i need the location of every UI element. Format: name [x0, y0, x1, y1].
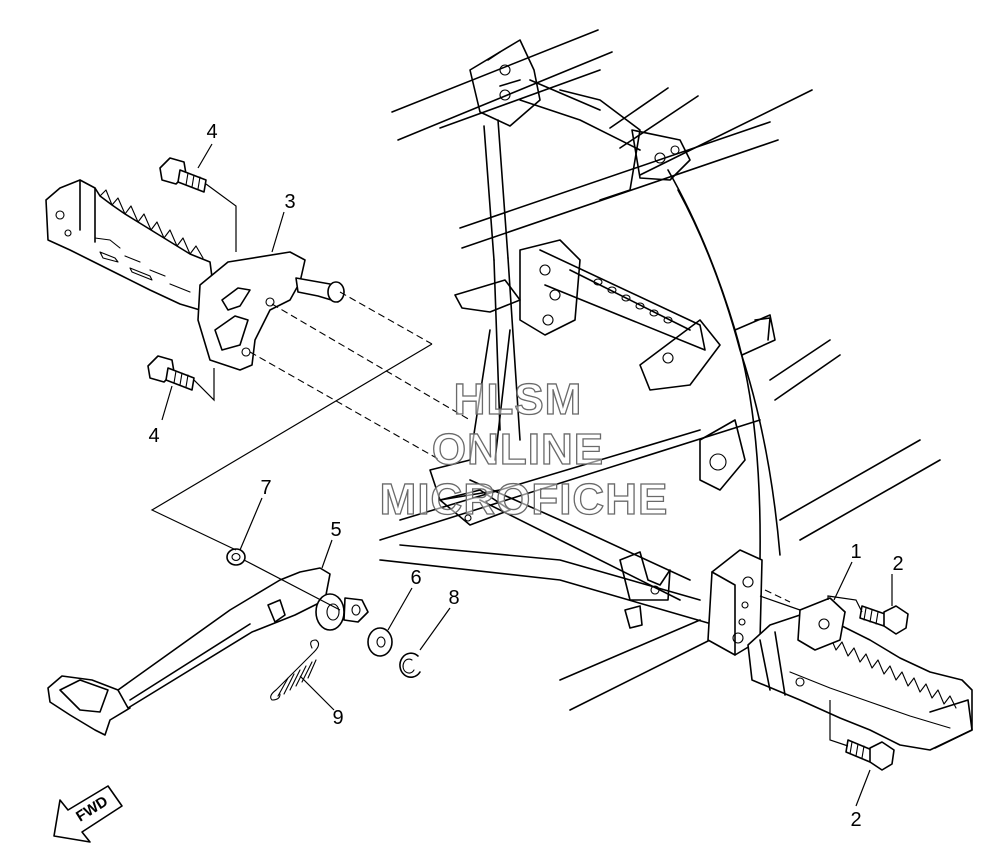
clip-7 — [226, 548, 246, 566]
callout-1: 1 — [850, 541, 861, 563]
callout-9: 9 — [332, 707, 343, 729]
callout-6: 6 — [410, 567, 421, 589]
bolt-upper-right — [859, 605, 909, 635]
washer-6 — [367, 627, 393, 657]
callout-4-upper: 4 — [206, 121, 217, 143]
watermark-line-3: MICROFICHE — [380, 475, 669, 524]
spring-9 — [270, 639, 320, 701]
callout-2-lower: 2 — [850, 809, 861, 831]
callout-7: 7 — [260, 477, 271, 499]
callout-8: 8 — [448, 587, 459, 609]
leader-lines — [150, 143, 893, 807]
callout-5: 5 — [330, 519, 341, 541]
callout-2-upper: 2 — [892, 553, 903, 575]
bolt-lower-left — [147, 355, 195, 391]
right-footrest-assembly — [747, 597, 973, 771]
bolt-upper-left — [159, 157, 207, 193]
frame — [379, 29, 941, 711]
watermark-line-1: HLSM — [454, 375, 583, 424]
brake-pedal-assembly — [47, 548, 421, 736]
bolt-lower-right — [845, 739, 895, 771]
callout-numbers: 4 3 4 7 5 6 8 9 1 2 2 — [148, 121, 903, 831]
left-footrest-assembly — [45, 157, 345, 391]
forward-arrow-icon: FWD — [53, 785, 123, 843]
circlip-8 — [399, 652, 421, 678]
callout-4-lower: 4 — [148, 425, 159, 447]
callout-3: 3 — [284, 191, 295, 213]
watermark: HLSM ONLINE MICROFICHE — [379, 374, 669, 524]
watermark-line-2: ONLINE — [432, 425, 604, 474]
